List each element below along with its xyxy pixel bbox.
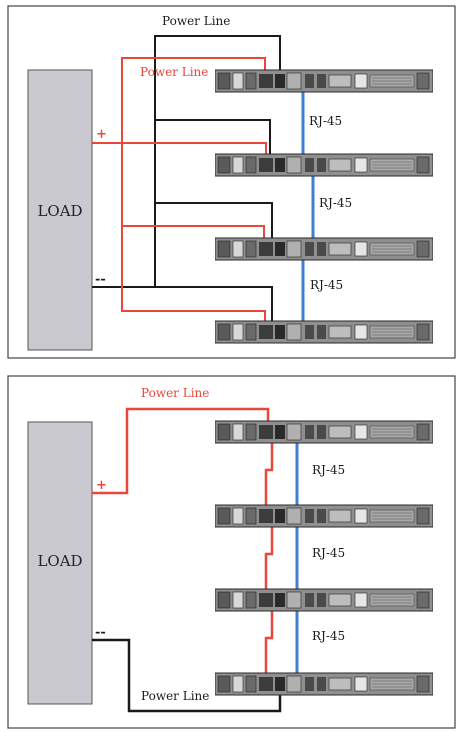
bottom-rj45-label-2: RJ-45 xyxy=(312,546,345,560)
bottom-load-box xyxy=(27,421,93,705)
bottom-frame xyxy=(7,375,456,729)
top-load-label: LOAD xyxy=(37,202,82,220)
top-positive-wiring xyxy=(92,57,267,323)
bottom-rj45-label-1: RJ-45 xyxy=(312,463,345,477)
top-negative-wiring xyxy=(92,35,281,323)
top-rj45-label-3: RJ-45 xyxy=(310,278,343,292)
bottom-load-label: LOAD xyxy=(37,552,82,570)
top-diagram: LOAD + -- Power Line Power Line R xyxy=(7,5,456,359)
bottom-unit-2 xyxy=(215,504,433,528)
top-positive-sign: + xyxy=(96,127,107,142)
top-rj45-cables xyxy=(301,82,315,333)
bottom-power-line-black-label: Power Line xyxy=(141,689,209,703)
top-rj45-label-1: RJ-45 xyxy=(309,114,342,128)
top-power-line-black-label: Power Line xyxy=(162,14,230,28)
top-frame xyxy=(7,5,456,359)
bottom-unit-3 xyxy=(215,588,433,612)
bottom-rj45-label-3: RJ-45 xyxy=(312,629,345,643)
top-unit-3 xyxy=(215,237,433,261)
bottom-positive-sign: + xyxy=(96,478,107,493)
bottom-unit-4 xyxy=(215,672,433,696)
top-power-line-red-label: Power Line xyxy=(140,65,208,79)
bottom-unit-1 xyxy=(215,420,433,444)
top-unit-2 xyxy=(215,153,433,177)
top-unit-4 xyxy=(215,320,433,344)
bottom-negative-sign: -- xyxy=(95,625,106,640)
bottom-power-line-red-label: Power Line xyxy=(141,386,209,400)
top-rj45-label-2: RJ-45 xyxy=(319,196,352,210)
bottom-negative-wiring xyxy=(92,638,282,713)
top-negative-sign: -- xyxy=(95,272,106,287)
top-unit-1 xyxy=(215,69,433,93)
top-load-box xyxy=(27,69,93,351)
bottom-diagram: LOAD + -- Power Line Power Line RJ-45 RJ… xyxy=(7,375,456,729)
